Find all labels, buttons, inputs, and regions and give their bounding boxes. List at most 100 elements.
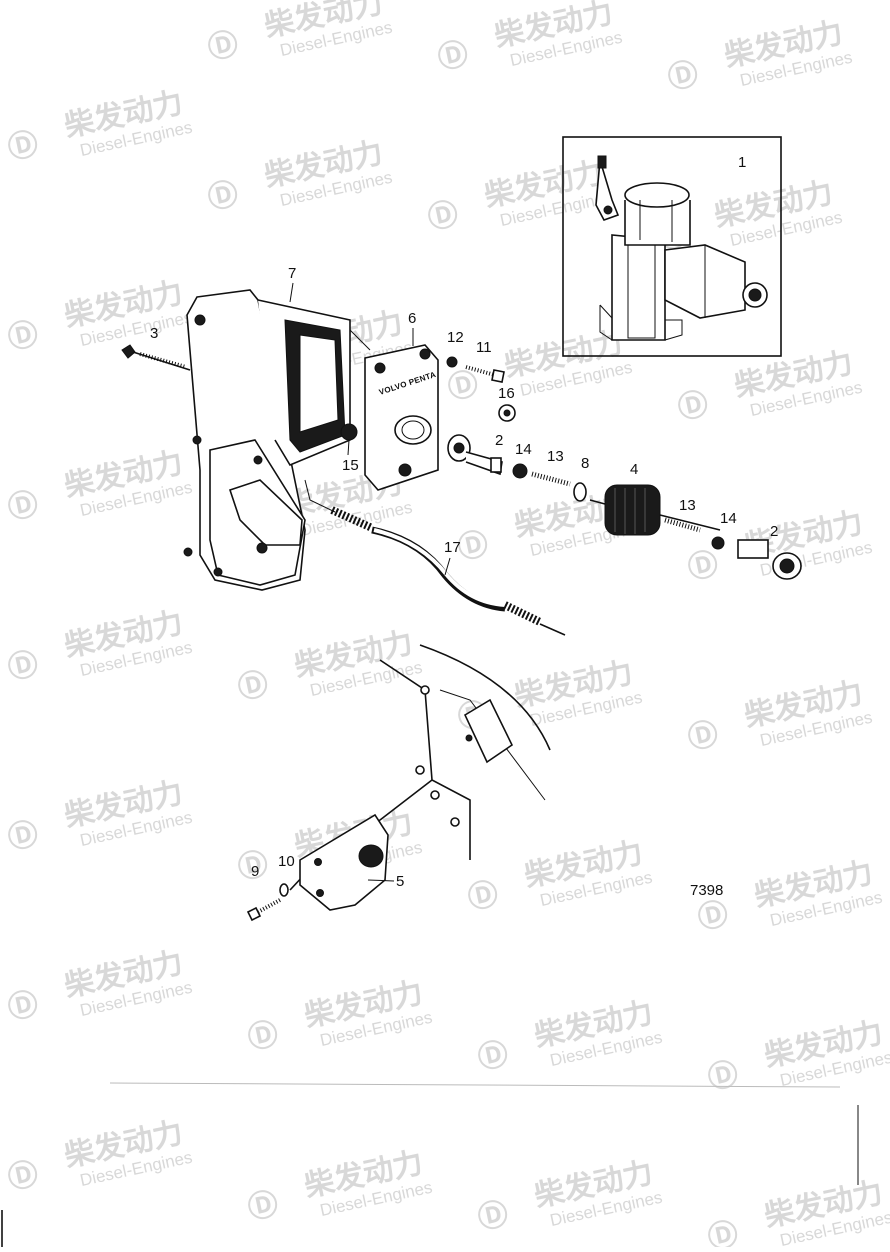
- part-label-10: 10: [278, 853, 295, 870]
- bracket-5: 5: [299, 813, 404, 911]
- part-label-15: 15: [342, 457, 359, 474]
- part-label-8: 8: [581, 455, 589, 472]
- watermark-logo-icon: Ⓓ: [665, 56, 702, 96]
- part-label-12: 12: [447, 329, 464, 346]
- stud-13-left: 13: [531, 448, 571, 487]
- engine-boss: [463, 698, 514, 764]
- part-label-2-right: 2: [770, 523, 778, 540]
- watermark-logo-icon: Ⓓ: [235, 846, 272, 886]
- watermark-logo-icon: Ⓓ: [245, 1186, 282, 1226]
- nut-14-right: 14: [711, 510, 737, 550]
- watermark-logo-icon: Ⓓ: [425, 196, 462, 236]
- inset-actuator-view: 1: [562, 136, 782, 357]
- watermark-logo-icon: Ⓓ: [5, 816, 42, 856]
- watermark-logo-icon: Ⓓ: [235, 666, 272, 706]
- mounting-plate-7: 7: [183, 265, 351, 591]
- engine-block-outline: [289, 644, 551, 891]
- actuator-motor: [624, 200, 691, 246]
- watermark-logo-icon: Ⓓ: [205, 26, 242, 66]
- watermark-logo-icon: Ⓓ: [705, 1056, 742, 1096]
- watermark-logo-icon: Ⓓ: [685, 716, 722, 756]
- actuator-body: [611, 234, 666, 341]
- stud-13-right: 13: [664, 497, 701, 533]
- cover-plate-6: VOLVO PENTA 6: [349, 310, 439, 491]
- watermark-logo-icon: Ⓓ: [685, 546, 722, 586]
- bolt-3: 3: [121, 325, 191, 371]
- part-label-11: 11: [476, 339, 492, 356]
- bracket-boss: [228, 479, 303, 546]
- part-label-5: 5: [396, 873, 404, 890]
- watermark-logo-icon: Ⓓ: [205, 176, 242, 216]
- watermark-logo-icon: Ⓓ: [5, 316, 42, 356]
- part-label-16: 16: [498, 385, 515, 402]
- washer-12-bolt-11: 12 11: [446, 329, 505, 383]
- part-label-17: 17: [444, 539, 461, 556]
- watermark-logo-icon: Ⓓ: [5, 1156, 42, 1196]
- actuator-lever: [595, 159, 620, 221]
- part-label-13-right: 13: [679, 497, 696, 514]
- bracket-5-plate: [299, 813, 389, 911]
- part-label-13-left: 13: [547, 448, 564, 465]
- inset-frame: [562, 136, 782, 357]
- watermark-logo-icon: Ⓓ: [5, 126, 42, 166]
- watermark-logo-icon: Ⓓ: [5, 986, 42, 1026]
- part-label-4: 4: [630, 461, 638, 478]
- nut-14-left: 14: [512, 441, 532, 479]
- part-label-3: 3: [150, 325, 158, 342]
- part-label-6: 6: [408, 310, 416, 327]
- drawing-reference-number: 7398: [690, 882, 723, 899]
- watermark-logo-icon: Ⓓ: [475, 1196, 512, 1236]
- watermark-logo-icon: Ⓓ: [445, 366, 482, 406]
- watermark-logo-icon: Ⓓ: [5, 646, 42, 686]
- watermark-logo-icon: Ⓓ: [675, 386, 712, 426]
- nut-16: 16: [498, 385, 516, 422]
- watermark-logo-icon: Ⓓ: [5, 486, 42, 526]
- watermark-logo-icon: Ⓓ: [455, 526, 492, 566]
- screw-15: 15: [340, 423, 359, 474]
- watermark-logo-icon: Ⓓ: [475, 1036, 512, 1076]
- cable-17: 17: [304, 479, 566, 636]
- part-label-1: 1: [738, 154, 746, 171]
- watermark-logo-icon: Ⓓ: [705, 1216, 742, 1247]
- part-label-14-right: 14: [720, 510, 737, 527]
- part-label-7: 7: [288, 265, 296, 282]
- damper-4: 4: [589, 461, 721, 536]
- rod-end-2-left: 2: [447, 432, 503, 476]
- watermark-logo-icon: Ⓓ: [465, 876, 502, 916]
- cover-plate: [364, 344, 439, 491]
- rod-end-2-right: 2: [737, 523, 802, 580]
- watermark-logo-icon: Ⓓ: [245, 1016, 282, 1056]
- washer-8: 8: [573, 455, 589, 502]
- part-label-2-left: 2: [495, 432, 503, 449]
- watermark-logo-icon: Ⓓ: [435, 36, 472, 76]
- part-label-14-left: 14: [515, 441, 532, 458]
- bottom-rule: [109, 1082, 841, 1088]
